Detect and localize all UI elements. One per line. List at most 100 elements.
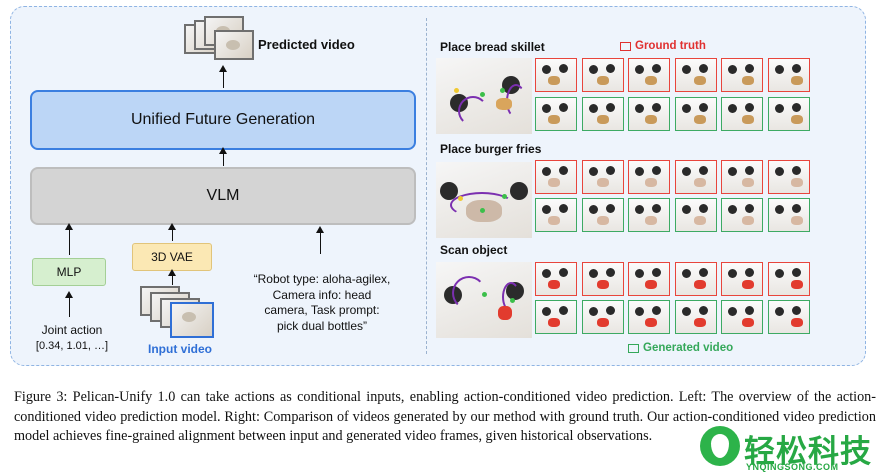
legend-generated-video: Generated video xyxy=(628,342,733,354)
robot-arm xyxy=(559,204,568,213)
ground-truth-frame xyxy=(535,160,577,194)
robot-arm xyxy=(728,65,737,74)
robot-arm xyxy=(542,104,551,113)
object xyxy=(742,280,754,289)
robot-arm xyxy=(681,269,691,278)
prompt-line: pick dual bottles” xyxy=(276,318,368,333)
object xyxy=(790,115,803,124)
generated-swatch xyxy=(628,343,639,353)
object xyxy=(742,178,754,187)
robot-arm xyxy=(791,204,801,213)
ground-truth-frame xyxy=(767,58,810,92)
generated-frame xyxy=(721,300,763,334)
robot-arm xyxy=(588,167,598,176)
object xyxy=(693,76,706,85)
predicted-video-label: Predicted video xyxy=(258,37,355,52)
mlp-block: MLP xyxy=(32,258,106,286)
robot-arm xyxy=(774,269,784,278)
robot-arm xyxy=(698,103,708,112)
robot-arm xyxy=(728,104,737,113)
keypoint xyxy=(482,292,487,297)
arrow-ufg-to-prediction xyxy=(219,65,227,88)
robot-arm xyxy=(542,167,551,176)
generated-frame xyxy=(581,198,624,232)
object xyxy=(742,318,754,327)
input-video-label: Input video xyxy=(148,342,212,356)
ground-truth-frame xyxy=(767,160,810,194)
robot-arm xyxy=(774,307,784,316)
trajectory xyxy=(502,282,520,312)
object xyxy=(790,318,803,327)
object xyxy=(596,76,609,85)
robot-arm xyxy=(681,65,691,74)
object xyxy=(645,216,657,225)
generated-frame xyxy=(535,97,577,131)
ground-truth-frame xyxy=(535,262,577,296)
generated-frame xyxy=(581,300,624,334)
robot-arm xyxy=(635,104,644,113)
keypoint xyxy=(502,194,507,199)
legend-ground-truth-label: Ground truth xyxy=(635,40,706,52)
robot-arm xyxy=(698,268,708,277)
object xyxy=(693,318,706,327)
robot-arm xyxy=(510,182,528,200)
robot-arm xyxy=(745,268,754,277)
robot-arm xyxy=(542,205,551,214)
generated-frame xyxy=(628,198,670,232)
ground-truth-frame xyxy=(628,58,670,92)
object xyxy=(645,178,657,187)
robot-arm xyxy=(681,307,691,316)
ground-truth-frame xyxy=(581,262,624,296)
object xyxy=(596,216,609,225)
arrow-vlm-to-ufg xyxy=(219,147,227,166)
robot-arm xyxy=(745,204,754,213)
watermark-text: 轻松科技 xyxy=(744,426,872,471)
generated-frame xyxy=(721,97,763,131)
object xyxy=(645,280,657,289)
robot-arm xyxy=(728,269,737,278)
robot-arm xyxy=(774,205,784,214)
task-title: Place bread skillet xyxy=(440,40,545,54)
task-title: Place burger fries xyxy=(440,142,542,156)
trajectory xyxy=(450,192,514,218)
generated-frame xyxy=(581,97,624,131)
generated-frame xyxy=(628,300,670,334)
object xyxy=(790,76,803,85)
robot-arm xyxy=(745,103,754,112)
keypoint xyxy=(480,92,485,97)
robot-arm xyxy=(588,104,598,113)
ground-truth-frame xyxy=(721,58,763,92)
robot-arm xyxy=(635,167,644,176)
robot-arm xyxy=(681,167,691,176)
robot-arm xyxy=(791,306,801,315)
object xyxy=(548,178,560,187)
object xyxy=(596,318,609,327)
robot-arm xyxy=(698,204,708,213)
object xyxy=(693,216,706,225)
ground-truth-frame xyxy=(721,262,763,296)
object xyxy=(790,280,803,289)
robot-arm xyxy=(745,64,754,73)
robot-arm xyxy=(559,268,568,277)
3d-vae-block: 3D VAE xyxy=(132,243,212,271)
generated-frame xyxy=(767,97,810,131)
history-frame xyxy=(436,162,532,238)
object xyxy=(790,178,803,187)
prompt-line: camera, Task prompt: xyxy=(264,303,380,317)
generated-frame xyxy=(767,198,810,232)
object xyxy=(742,216,754,225)
robot-arm xyxy=(745,166,754,175)
robot-arm xyxy=(605,204,615,213)
input-frame-current xyxy=(170,302,214,338)
robot-arm xyxy=(728,205,737,214)
predicted-frame xyxy=(214,30,254,60)
trajectory xyxy=(458,96,488,126)
robot-arm xyxy=(635,65,644,74)
legend-generated-label: Generated video xyxy=(643,342,734,354)
robot-arm xyxy=(681,104,691,113)
robot-arm xyxy=(652,166,661,175)
robot-arm xyxy=(698,306,708,315)
robot-arm xyxy=(542,65,551,74)
arrow-joint-to-mlp xyxy=(65,291,73,317)
robot-arm xyxy=(635,205,644,214)
